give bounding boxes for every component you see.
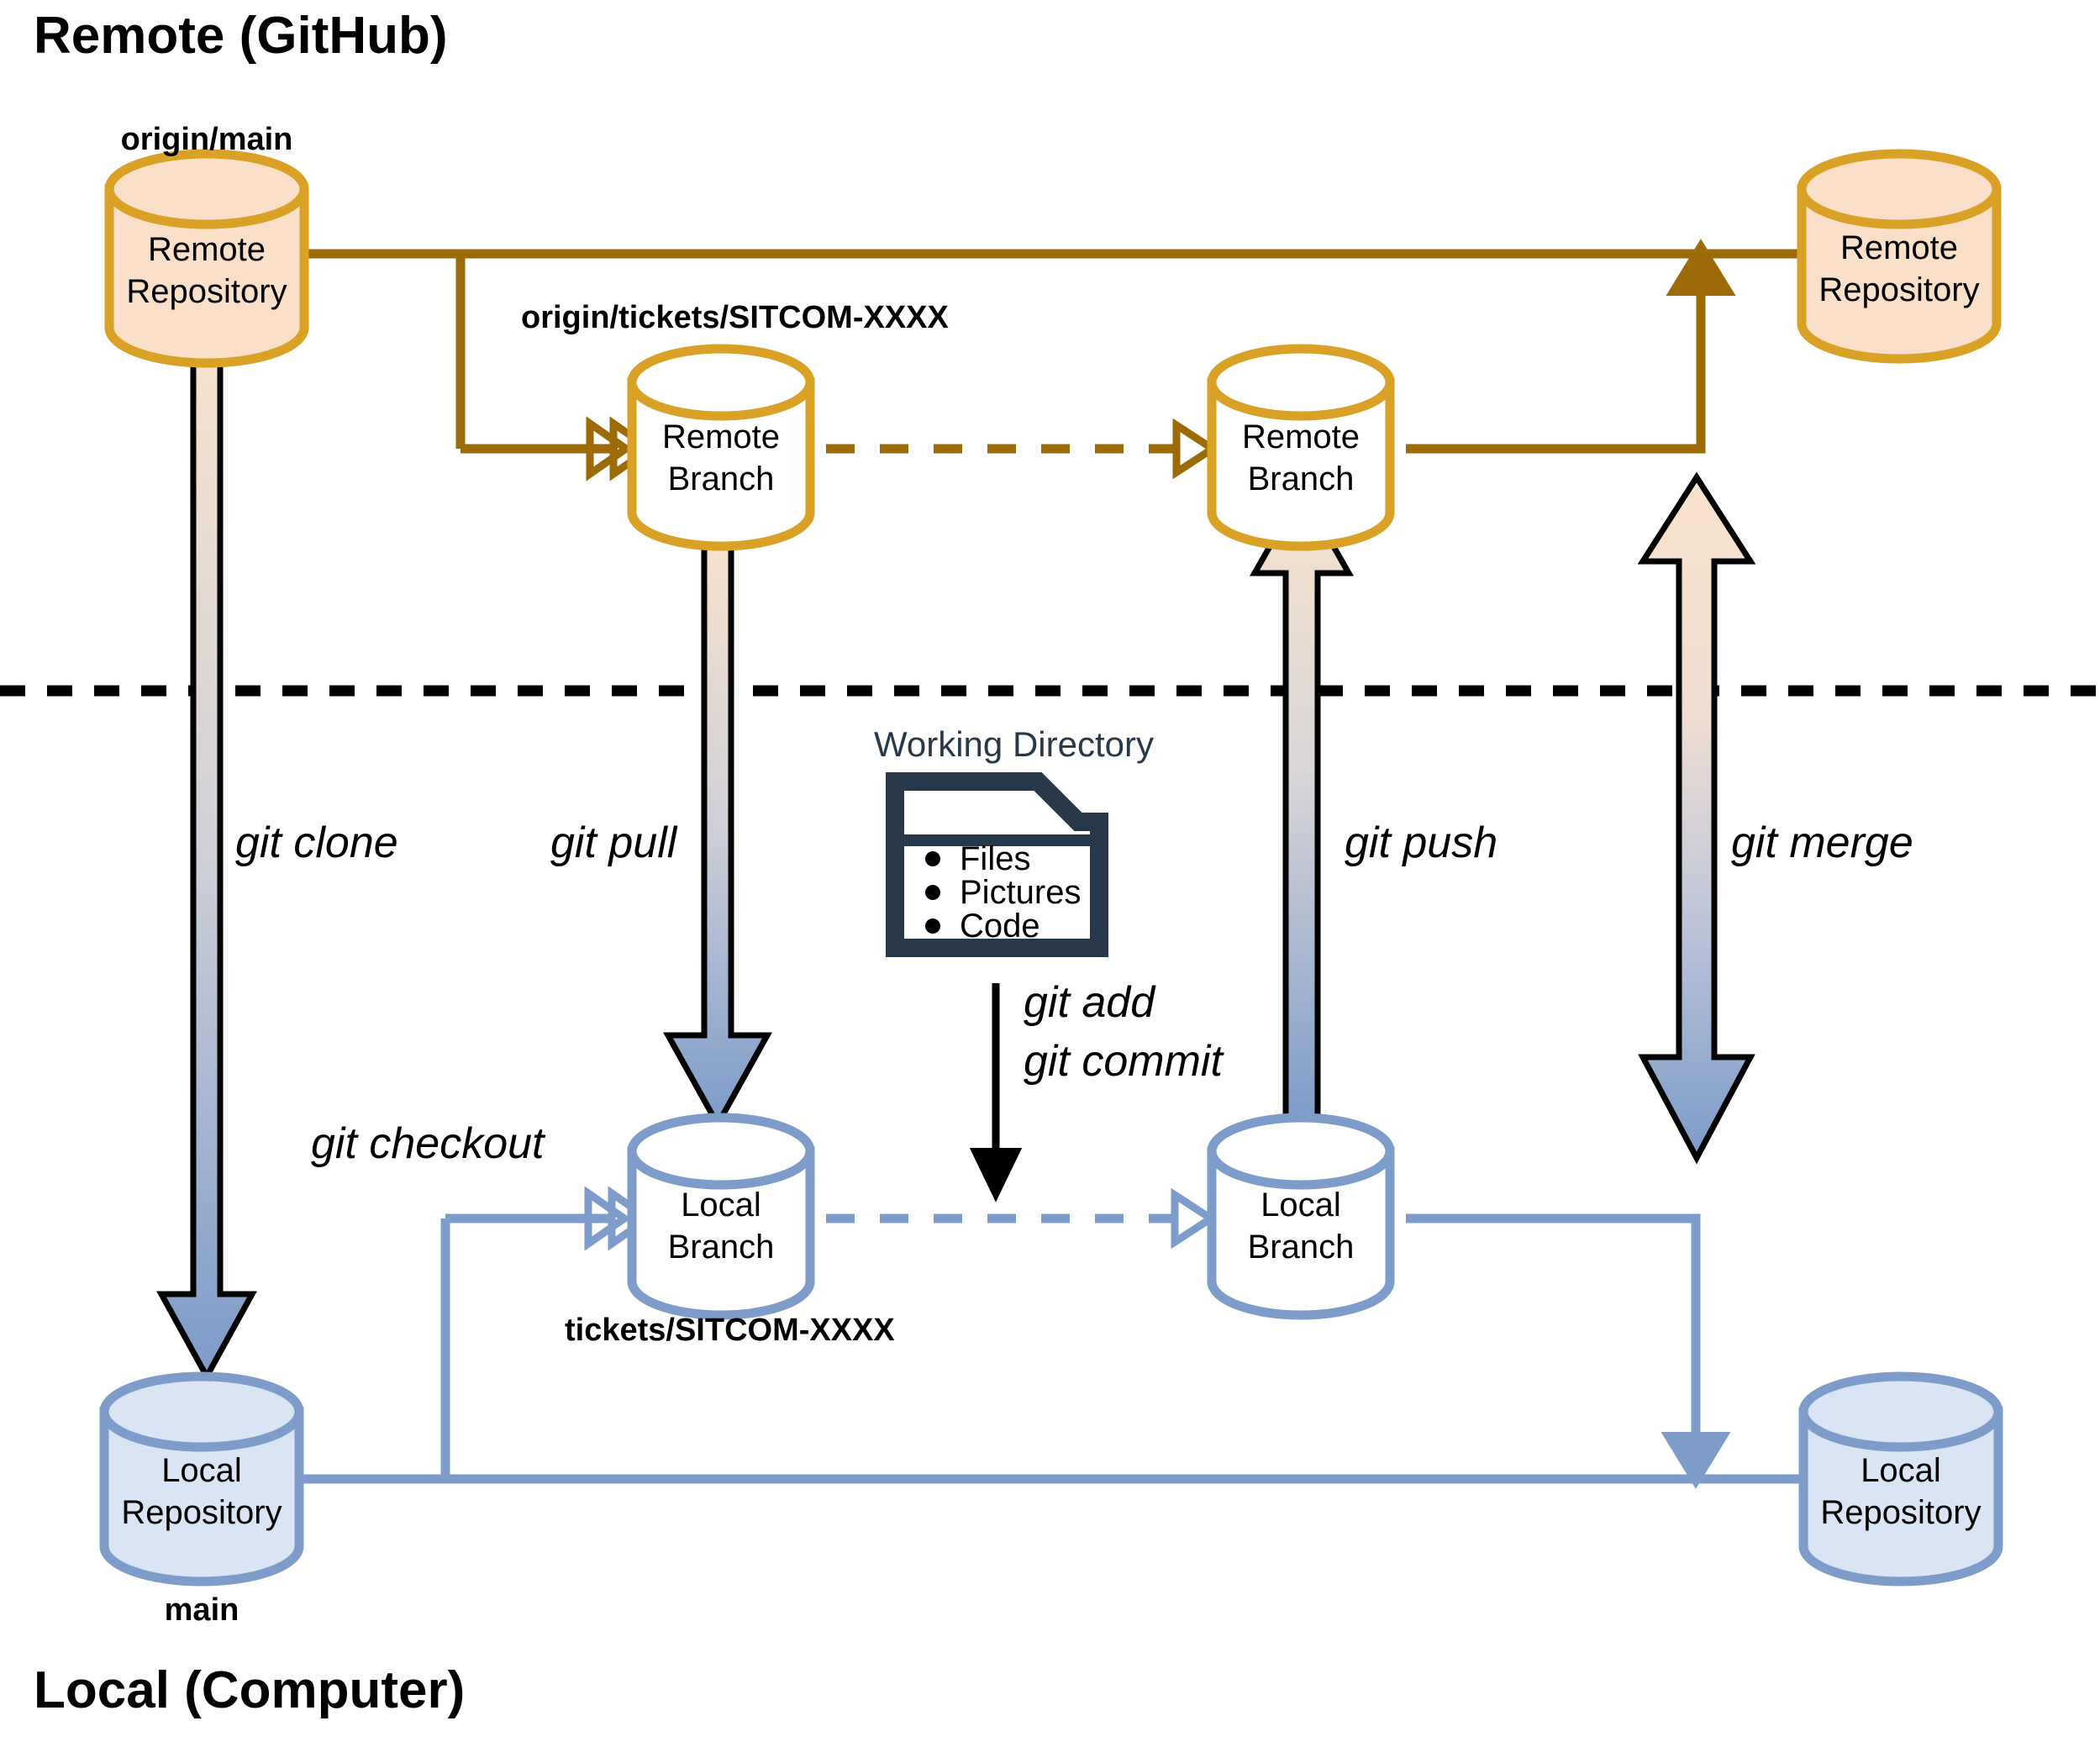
git-clone-arrow: [156, 331, 257, 1383]
working-directory-item-files: Files: [960, 840, 1030, 877]
working-directory-title: Working Directory: [874, 724, 1154, 764]
node-label-line2: Branch: [1248, 1229, 1355, 1266]
command-label-git-push: git push: [1345, 818, 1497, 867]
node-remote-repository-main[interactable]: Remote Repository: [104, 149, 309, 368]
node-label-line2: Repository: [1818, 271, 1979, 308]
branch-label-main: main: [165, 1592, 239, 1628]
node-label-line2: Repository: [126, 273, 287, 310]
remote-chevron-1: [586, 416, 633, 482]
git-merge-arrow: [1637, 471, 1756, 1165]
node-remote-branch-right[interactable]: Remote Branch: [1207, 344, 1395, 551]
command-label-git-checkout: git checkout: [311, 1119, 546, 1168]
node-label-line1: Local: [161, 1452, 242, 1489]
node-label-line2: Branch: [668, 1229, 775, 1266]
local-merge-drop-arrowhead: [1661, 1432, 1731, 1489]
command-label-git-merge: git merge: [1731, 818, 1913, 867]
working-directory-item-pictures: Pictures: [960, 874, 1082, 911]
node-local-repository-right[interactable]: Local Repository: [1798, 1371, 2003, 1587]
node-label-line2: Branch: [668, 460, 775, 497]
bullet-dot: [925, 885, 940, 900]
local-merge-drop-line: [1406, 1213, 1701, 1445]
git-add-commit-arrow: [969, 983, 1023, 1203]
branch-label-origin-main: origin/main: [121, 122, 293, 157]
node-local-repository-main[interactable]: Local Repository: [99, 1371, 304, 1587]
node-remote-repository-right[interactable]: Remote Repository: [1797, 149, 2002, 364]
local-chevron-1: [584, 1186, 631, 1251]
folder-icon: [886, 772, 1108, 957]
remote-merge-return-line: [1406, 282, 1706, 454]
zone-title-remote: Remote (GitHub): [34, 7, 448, 65]
node-label-line1: Remote: [1840, 229, 1958, 266]
command-label-git-add: git add: [1024, 978, 1156, 1027]
node-label-line2: Repository: [121, 1494, 282, 1531]
node-remote-branch-left[interactable]: Remote Branch: [627, 344, 815, 551]
node-label-line2: Branch: [1248, 460, 1355, 497]
node-label-line2: Repository: [1820, 1494, 1981, 1531]
bullet-dot: [925, 918, 940, 934]
node-label-line1: Remote: [662, 418, 780, 455]
node-local-branch-left[interactable]: Local Branch: [627, 1113, 815, 1320]
node-label-line1: Local: [681, 1187, 761, 1224]
command-label-git-pull: git pull: [550, 818, 678, 867]
node-label-line1: Remote: [148, 231, 266, 268]
remote-merge-return-arrowhead: [1666, 239, 1736, 296]
branch-label-origin-tickets: origin/tickets/SITCOM-XXXX: [521, 300, 950, 335]
remote-dashed-chevron: [1172, 418, 1220, 480]
node-label-line1: Local: [1261, 1187, 1341, 1224]
command-label-git-clone: git clone: [235, 818, 398, 867]
command-label-git-commit: git commit: [1024, 1037, 1224, 1086]
local-dashed-chevron: [1171, 1187, 1218, 1250]
node-label-line1: Local: [1861, 1452, 1941, 1489]
git-push-arrow: [1249, 484, 1355, 1128]
node-label-line1: Remote: [1242, 418, 1360, 455]
working-directory-item-code: Code: [960, 908, 1040, 945]
git-pull-arrow: [663, 526, 772, 1131]
zone-title-local: Local (Computer): [34, 1661, 465, 1719]
branch-label-tickets: tickets/SITCOM-XXXX: [565, 1313, 895, 1348]
node-local-branch-right[interactable]: Local Branch: [1207, 1113, 1395, 1320]
bullet-dot: [925, 851, 940, 866]
